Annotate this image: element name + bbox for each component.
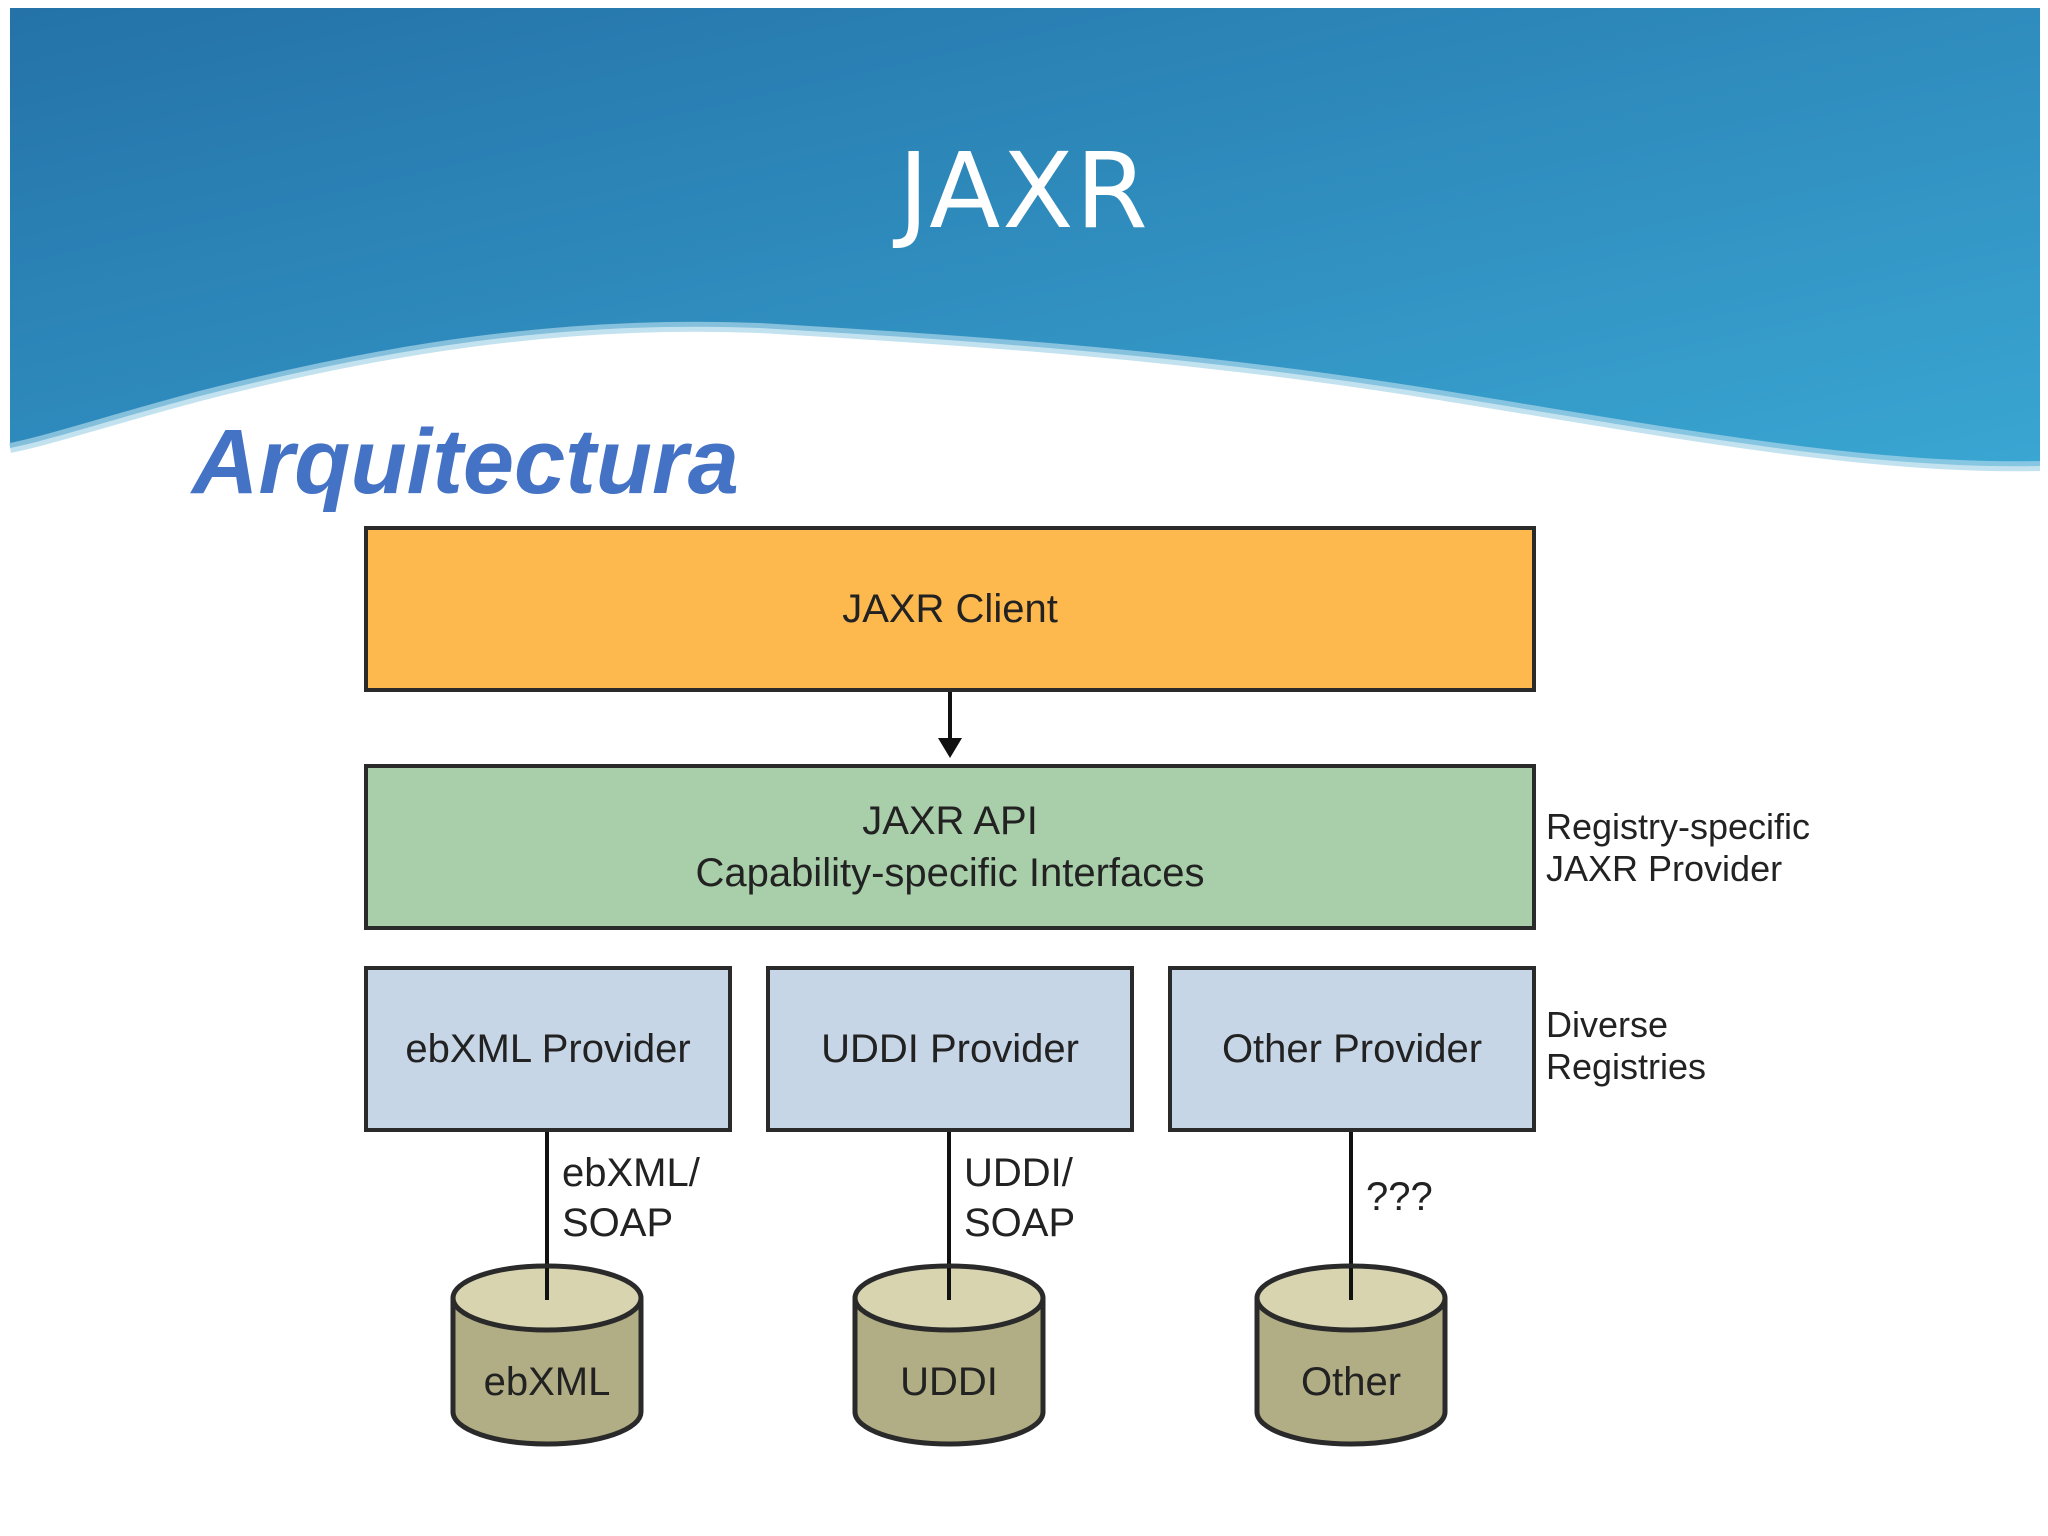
ebxml-protocol-label: ebXML/ SOAP [562, 1151, 700, 1245]
arrowhead-icon [938, 738, 962, 758]
database-ebxml-label: ebXML [483, 1360, 611, 1404]
jaxr-api-box: JAXR API Capability-specific Interfaces [364, 764, 1536, 930]
uddi-protocol-label: UDDI/ SOAP [964, 1151, 1076, 1245]
database-uddi-icon [852, 1263, 1046, 1447]
uddi-provider-box: UDDI Provider [766, 966, 1134, 1132]
database-uddi-label: UDDI [900, 1360, 998, 1404]
ebxml-provider-box: ebXML Provider [364, 966, 732, 1132]
slide-subtitle: Arquitectura [192, 411, 739, 513]
diverse-registries-label: Diverse Registries [1546, 1004, 1707, 1087]
other-protocol-label: ??? [1366, 1175, 1433, 1219]
database-other-label: Other [1300, 1360, 1402, 1404]
header-wave-band [10, 8, 2040, 467]
other-provider-label: Other Provider [1221, 1026, 1483, 1071]
ebxml-provider-label: ebXML Provider [405, 1026, 691, 1071]
registry-specific-provider-label: Registry-specific JAXR Provider [1546, 806, 1811, 889]
header-wave-highlight [9, 321, 2041, 472]
slide-title: JAXR [898, 130, 1150, 252]
jaxr-api-label-line2: Capability-specific Interfaces [695, 851, 1205, 895]
jaxr-client-label: JAXR Client [842, 586, 1058, 631]
jaxr-client-box: JAXR Client [364, 526, 1536, 692]
other-provider-box: Other Provider [1168, 966, 1536, 1132]
jaxr-api-label-line1: JAXR API [862, 799, 1038, 843]
uddi-provider-label: UDDI Provider [821, 1026, 1079, 1071]
